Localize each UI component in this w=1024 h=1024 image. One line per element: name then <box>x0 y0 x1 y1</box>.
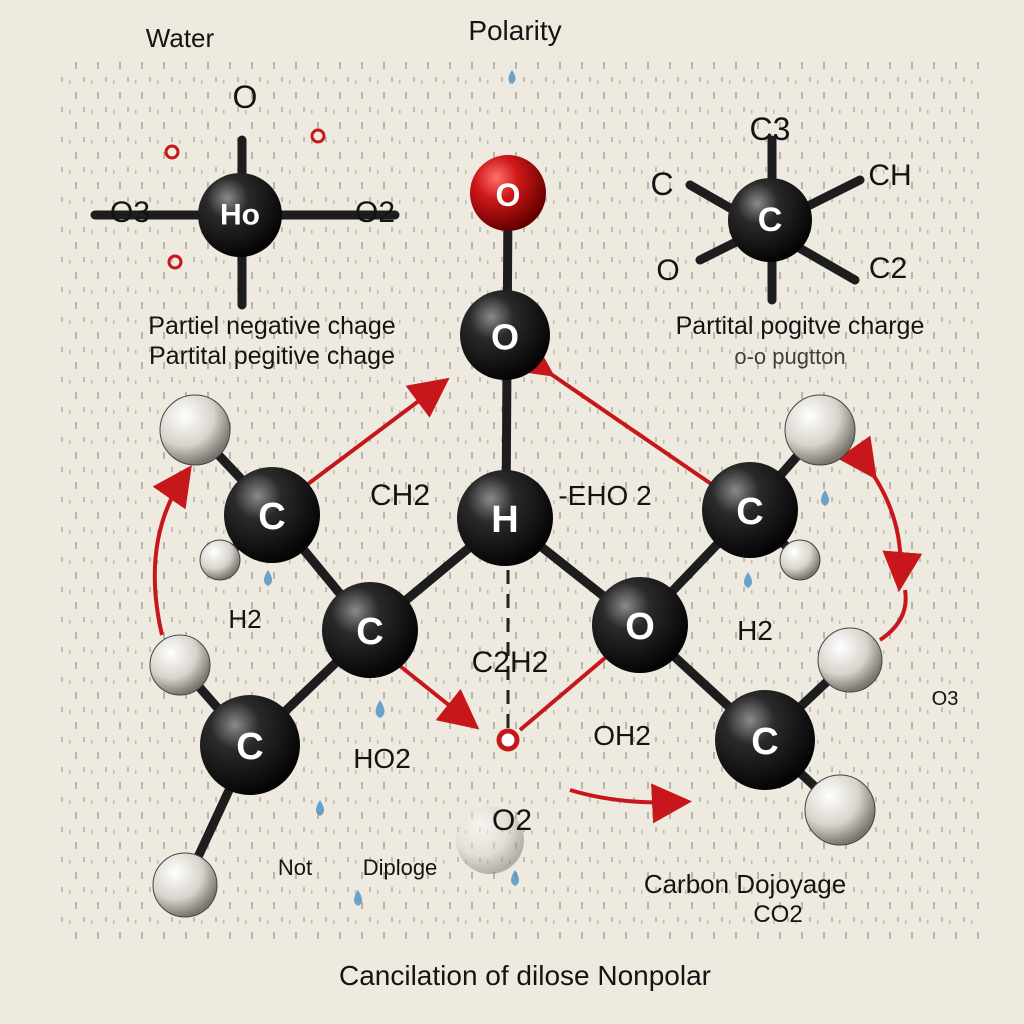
right-righttop-label: CH <box>868 159 911 192</box>
faint-atom <box>456 806 524 874</box>
formula-labels: CH2 -EHO 2 H2 C2H2 H2 HO2 OH2 O2 O3 <box>228 479 958 837</box>
atom-right-middle-label: O <box>625 606 655 648</box>
curved-arrow-right-tail <box>878 589 908 642</box>
note-position: o-o pugtton <box>734 344 845 369</box>
title-polarity: Polarity <box>468 15 561 46</box>
droplet-icon <box>264 570 272 586</box>
droplet-icon <box>508 70 516 84</box>
arrow <box>510 337 722 492</box>
arrow <box>569 783 692 824</box>
label-oh2: OH2 <box>593 720 651 751</box>
hydrogen-balls <box>149 394 883 918</box>
right-top-label: C3 <box>750 111 791 147</box>
right-molecule: C C3 C CH O C2 <box>650 111 912 305</box>
curved-arrow-left <box>152 465 192 636</box>
atom-left-middle <box>322 582 418 678</box>
right-leftbottom-label: O <box>656 254 679 287</box>
right-rightbottom-label: C2 <box>869 252 907 285</box>
caption: Cancilation of dilose Nonpolar <box>339 960 711 991</box>
atom-right-upper <box>702 462 798 558</box>
droplet-icon <box>375 700 385 718</box>
label-not: Not <box>278 855 312 880</box>
label-diploge: Diploge <box>363 855 438 880</box>
white-atom <box>784 394 856 466</box>
water-droplets <box>264 70 829 906</box>
droplet-icon <box>511 870 519 886</box>
title-water: Water <box>146 23 215 53</box>
atom-right-lower <box>715 690 815 790</box>
white-atom <box>779 539 821 581</box>
hydrogen-center-atom <box>457 470 553 566</box>
arrow <box>518 650 614 732</box>
note-partial-negative: Partiel negative chage <box>148 312 395 340</box>
label-carbon-dioxide: Carbon Dojoyage <box>644 869 846 899</box>
droplet-icon <box>821 490 829 506</box>
water-molecule: Ho O O3 O2 <box>90 79 400 310</box>
label-h2-right: H2 <box>737 615 773 646</box>
arrow <box>298 377 450 492</box>
water-center-label: Ho <box>220 199 260 232</box>
middle-oxygen-atom <box>460 290 550 380</box>
note-partial-positive: Partital pegitive chage <box>149 342 395 370</box>
right-left-label: C <box>650 166 673 202</box>
droplet-icon <box>354 890 362 906</box>
hydrogen-center-label: H <box>491 499 518 541</box>
label-o3: O3 <box>932 688 959 710</box>
label-ho2: HO2 <box>353 743 411 774</box>
atom-left-lower-label: C <box>236 726 263 768</box>
right-center-label: C <box>758 201 783 239</box>
atom-left-middle-label: C <box>356 611 383 653</box>
atom-left-upper <box>224 467 320 563</box>
label-o2: O2 <box>492 804 532 837</box>
water-top-label: O <box>233 79 258 115</box>
note-partial-positive-right: Partital pogitve charge <box>676 312 925 340</box>
middle-oxygen-label: O <box>491 317 519 358</box>
water-center-atom <box>198 173 282 257</box>
charge-dot <box>310 128 326 144</box>
right-center-atom <box>728 178 812 262</box>
charge-dot <box>164 144 180 160</box>
white-atom <box>804 774 876 846</box>
water-right-label: O2 <box>355 196 395 229</box>
curved-arrow-right <box>837 435 923 592</box>
label-ch2: CH2 <box>370 479 430 512</box>
top-oxygen-label: O <box>496 177 521 213</box>
droplet-icon <box>316 800 324 816</box>
water-left-label: O3 <box>110 196 150 229</box>
atom-right-lower-label: C <box>751 721 778 763</box>
white-atom <box>159 394 231 466</box>
label-c2h2: C2H2 <box>472 646 549 679</box>
label-co2: CO2 <box>753 901 802 928</box>
atom-right-middle <box>592 577 688 673</box>
droplet-icon <box>744 572 752 588</box>
dipole-center-dot <box>496 728 520 752</box>
label-h2-left: H2 <box>228 604 261 634</box>
charge-dot <box>167 254 183 270</box>
arrow <box>393 660 480 730</box>
white-atom <box>817 627 883 693</box>
atom-left-upper-label: C <box>258 496 285 538</box>
atom-left-lower <box>200 695 300 795</box>
white-atom <box>152 852 218 918</box>
white-atom <box>199 539 241 581</box>
atom-right-upper-label: C <box>736 491 763 533</box>
central-atoms: O O H C C C O C C <box>200 155 815 795</box>
top-oxygen-atom <box>470 155 546 231</box>
white-atom <box>149 634 211 696</box>
label-eho2: -EHO 2 <box>558 480 651 511</box>
dipole-arrows <box>152 337 923 824</box>
